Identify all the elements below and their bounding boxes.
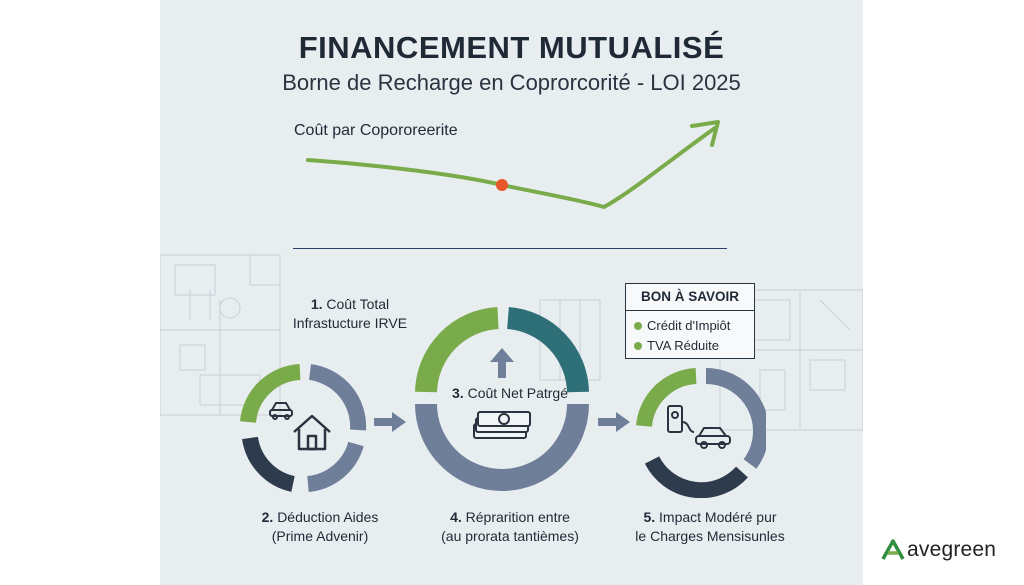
step-1-label: 1. Coût Total Infrastucture IRVE [292,296,408,331]
bullet-icon [634,321,642,330]
trend-label: Coût par Copororeerite [294,122,458,139]
step-4-label: 4. Réprarition entre (au prorata tantièm… [441,509,579,544]
tip-item: TVA Réduite [634,338,719,353]
up-arrow-icon [490,348,514,378]
section-divider [293,248,727,249]
step-3-label: 3. Coût Net Patrgé [452,385,568,401]
tip-item: Crédit d'Impiôt [634,318,730,333]
flow-arrow-icon [598,412,630,432]
car-icon [269,402,293,420]
money-icon [473,411,531,439]
cost-trend-curve [306,120,720,210]
trend-line [306,126,717,210]
flow-arrow-icon [374,412,406,432]
page-title: FINANCEMENT MUTUALISÉ [298,30,725,65]
ring-center [415,307,589,491]
logo-mark-icon [881,539,905,560]
house-icon [293,414,331,451]
trend-marker [496,179,508,191]
brand-logo: avegreen [881,538,996,562]
ring-left [240,364,367,492]
step-5-label: 5. Impact Modéré pur le Charges Mensisun… [635,509,785,544]
ring-right [636,368,766,498]
bullet-icon [634,341,642,350]
ev-charger-icon [667,405,695,433]
infographic-poster: FINANCEMENT MUTUALISÉ Borne de Recharge … [160,0,863,585]
tip-box: BON À SAVOIR Crédit d'Impiôt TVA Réduite [625,283,755,359]
trend-arrow-head [690,120,720,147]
page-subtitle: Borne de Recharge en Coprorcorité - LOI … [282,70,741,95]
logo-text: avegreen [907,538,997,561]
tip-box-title: BON À SAVOIR [626,284,754,311]
car-icon [695,427,731,449]
step-2-label: 2. Déduction Aides (Prime Advenir) [261,509,379,544]
